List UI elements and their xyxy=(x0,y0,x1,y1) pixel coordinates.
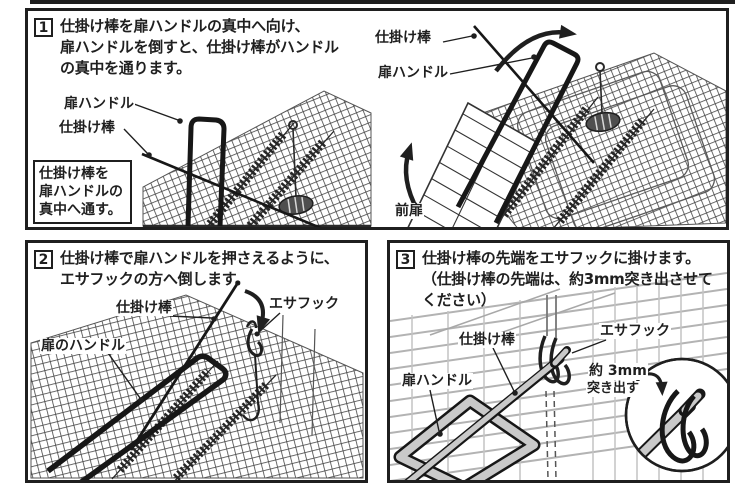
leader-lines-right xyxy=(442,33,537,75)
bait-capsule-left xyxy=(278,120,314,215)
callout-line: 扉ハンドルの xyxy=(39,184,123,200)
trigger-rod-label: 仕掛け棒 xyxy=(458,332,516,349)
magnifier-inset xyxy=(624,357,727,473)
instruction-line: 仕掛け棒で扉ハンドルを押さえるように、 xyxy=(60,249,339,267)
bait-capsule-right xyxy=(585,62,621,133)
protrude-amount-label: 約 3mm xyxy=(588,363,648,380)
panel-step-3: 3 仕掛け棒の先端をエサフックに掛けます。 （仕掛け棒の先端は、約3mm突き出さ… xyxy=(387,240,730,483)
door-handle-shape xyxy=(393,394,541,480)
bait-hook-shape xyxy=(241,320,264,422)
bait-hook-label: エサフック xyxy=(599,323,671,340)
protrude-arrow-icon xyxy=(645,372,668,396)
panel-step-1: 1 仕掛け棒を扉ハンドルの真中へ向け、 扉ハンドルを倒すと、仕掛け棒がハンドル … xyxy=(25,8,729,230)
step-3-heading: 3 仕掛け棒の先端をエサフックに掛けます。 （仕掛け棒の先端は、約3mm突き出さ… xyxy=(396,248,713,311)
step-1-number-badge: 1 xyxy=(34,18,53,37)
trigger-rod-label: 仕掛け棒 xyxy=(115,300,173,317)
cage-mesh-left xyxy=(142,90,372,227)
trigger-rod-shape-left xyxy=(141,152,322,227)
rotate-arrow-icon xyxy=(494,24,577,73)
bait-hook-label: エサフック xyxy=(268,296,340,313)
trigger-rod-shape-right xyxy=(473,25,595,164)
step-1-diagram xyxy=(123,24,726,227)
trigger-rod-shape xyxy=(129,280,241,451)
step-2-number-badge: 2 xyxy=(34,250,53,269)
instruction-line: 仕掛け棒の先端をエサフックに掛けます。 xyxy=(422,249,700,267)
door-open-arrow-icon xyxy=(399,142,420,213)
leader-lines xyxy=(107,312,281,403)
instruction-line: エサフックの方へ倒します。 xyxy=(60,270,250,288)
leader-lines xyxy=(429,339,607,437)
callout-note: 仕掛け棒を 扉ハンドルの 真中へ通す。 xyxy=(33,160,132,224)
step-3-diagram xyxy=(390,272,727,480)
panel-step-2: 2 仕掛け棒で扉ハンドルを押さえるように、 エサフックの方へ倒します。 仕掛け棒… xyxy=(25,240,368,483)
step-2-heading: 2 仕掛け棒で扉ハンドルを押さえるように、 エサフックの方へ倒します。 xyxy=(34,248,339,290)
instruction-line: ください） xyxy=(422,291,496,309)
page-top-rule xyxy=(30,0,735,4)
door-handle-label-right: 扉ハンドル xyxy=(377,65,449,82)
trigger-rod-shape xyxy=(404,346,571,480)
instruction-line: の真中を通ります。 xyxy=(60,59,191,77)
step-2-instruction: 仕掛け棒で扉ハンドルを押さえるように、 エサフックの方へ倒します。 xyxy=(60,248,339,290)
step-3-instruction: 仕掛け棒の先端をエサフックに掛けます。 （仕掛け棒の先端は、約3mm突き出させて… xyxy=(422,248,713,311)
door-handle-label: 扉のハンドル xyxy=(40,338,126,355)
front-door-label: 前扉 xyxy=(394,203,424,220)
tilt-arrow-icon xyxy=(244,289,271,334)
trigger-rod-label-left: 仕掛け棒 xyxy=(58,120,116,137)
callout-line: 仕掛け棒を xyxy=(39,166,109,182)
instruction-line: 仕掛け棒を扉ハンドルの真中へ向け、 xyxy=(60,17,310,35)
bait-hook-shape xyxy=(538,295,571,480)
instruction-line: 扉ハンドルを倒すと、仕掛け棒がハンドル xyxy=(60,38,339,56)
step-1-heading: 1 仕掛け棒を扉ハンドルの真中へ向け、 扉ハンドルを倒すと、仕掛け棒がハンドル … xyxy=(34,16,339,79)
step-1-instruction: 仕掛け棒を扉ハンドルの真中へ向け、 扉ハンドルを倒すと、仕掛け棒がハンドル の真… xyxy=(60,16,339,79)
door-handle-label: 扉ハンドル xyxy=(401,373,473,390)
protrude-text-label: 突き出す xyxy=(586,381,641,397)
door-handle-shape xyxy=(46,353,229,480)
callout-line: 真中へ通す。 xyxy=(39,202,122,218)
spring-coils-right xyxy=(495,96,655,227)
step-3-number-badge: 3 xyxy=(396,250,415,269)
instruction-line: （仕掛け棒の先端は、約3mm突き出させて xyxy=(422,270,713,288)
door-handle-label-left: 扉ハンドル xyxy=(63,96,135,113)
door-handle-shape-left xyxy=(185,116,227,227)
trigger-rod-label-right: 仕掛け棒 xyxy=(374,30,432,47)
door-handle-shape-right xyxy=(455,39,581,225)
leader-lines-left xyxy=(123,103,183,158)
